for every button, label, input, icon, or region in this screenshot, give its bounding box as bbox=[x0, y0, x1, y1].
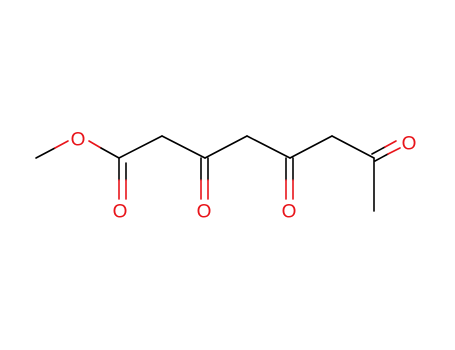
bond-c5-c6 bbox=[289, 135, 333, 159]
atom-o-ester: O bbox=[71, 130, 86, 151]
atom-o-carbonyl-1: O bbox=[113, 202, 128, 223]
bond-c6-c7 bbox=[331, 135, 375, 159]
bond-c7-o-a-red bbox=[384, 140, 397, 148]
bond-c4-c5 bbox=[246, 135, 291, 159]
bond-c1-c2 bbox=[118, 135, 163, 159]
bond-c3-c4 bbox=[204, 135, 248, 159]
bond-c2-c3 bbox=[161, 135, 206, 159]
atom-o-keto-5: O bbox=[282, 202, 297, 223]
bond-c7-o-b-red bbox=[387, 147, 401, 155]
bond-o-c1-red bbox=[88, 140, 102, 149]
atom-o-keto-3: O bbox=[197, 202, 212, 223]
bond-c7-o-b bbox=[374, 153, 389, 162]
bond-c7-o-a bbox=[371, 146, 386, 155]
bond-methyl-o-red bbox=[54, 140, 69, 149]
bond-o-c1 bbox=[100, 147, 120, 159]
bond-methyl-o bbox=[35, 147, 56, 159]
atom-o-keto-7: O bbox=[402, 134, 417, 155]
